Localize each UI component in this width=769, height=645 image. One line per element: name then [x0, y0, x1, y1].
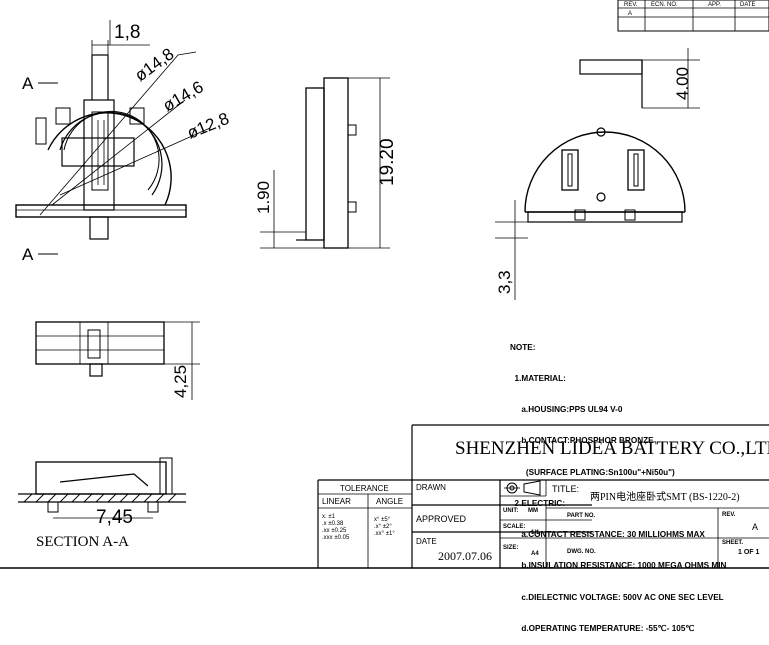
dim-bottom-offset: 3,3 [495, 270, 514, 294]
note-line: (SURFACE PLATING:Sn100u"+Ni50u") [510, 467, 675, 477]
notes-block: NOTE: 1.MATERIAL: a.HOUSING:PPS UL94 V-0… [510, 322, 726, 645]
sheet-label: SHEET. [722, 540, 744, 546]
technical-drawing: REV. ECN. NO. APP. DATE A 1,8 [0, 0, 769, 569]
section-label: SECTION A-A [36, 534, 129, 550]
dim-side-height: 4,25 [171, 365, 190, 398]
dwg-no-label: DWG. NO. [567, 549, 596, 555]
side-view: 19.20 1.90 [254, 77, 398, 249]
rev-value: A [628, 11, 632, 17]
linear-tol-3: .xx ±0.25 [322, 528, 347, 534]
dim-height-step: 1.90 [254, 181, 273, 214]
date-value: 2007.07.06 [438, 549, 492, 563]
section-view: 7,45 SECTION A-A [18, 457, 186, 550]
dim-top-tab: 1,8 [114, 22, 140, 43]
rev-label: REV. [722, 512, 736, 518]
dim-dia-inner: ø12,8 [184, 109, 231, 143]
note-line: c.DIELECTNIC VOLTAGE: 500V AC ONE SEC LE… [510, 592, 724, 602]
tolerance-header: TOLERANCE [340, 484, 389, 493]
drawn-label: DRAWN [416, 483, 446, 492]
unit-label: UNIT: [503, 508, 519, 514]
app-header: APP. [708, 2, 721, 8]
note-line: NOTE: [510, 342, 536, 352]
section-marker-top: A [22, 74, 34, 93]
angle-tol-2: .x° ±2° [374, 524, 392, 530]
linear-tol-1: x. ±1 [322, 514, 335, 520]
title-value: 两PIN电池座卧式SMT (BS-1220-2) [590, 492, 740, 503]
date-header: DATE [740, 2, 756, 8]
size-value: A4 [531, 551, 539, 557]
linear-tol-2: .x ±0.38 [322, 521, 344, 527]
note-line: d.OPERATING TEMPERATURE: -55℃- 105℃ [510, 623, 695, 633]
title-label: TITLE: [552, 484, 580, 494]
dim-dia-mid: ø14,6 [160, 77, 207, 115]
sheet-value: 1 OF 1 [738, 549, 760, 556]
bottom-view: 4.00 3,3 [495, 48, 700, 300]
linear-tol-4: .xxx ±0.05 [322, 535, 350, 541]
angle-tol-3: .xx° ±1° [374, 531, 395, 537]
note-line: 1.MATERIAL: [510, 374, 566, 384]
dim-tab-depth: 4.00 [673, 67, 692, 100]
top-view: 1,8 ø14,8 ø14,6 ø12,8 A A [15, 20, 232, 264]
size-label: SIZE: [503, 545, 519, 551]
company-name: SHENZHEN LIDEA BATTERY CO.,LTD. [455, 438, 769, 459]
approved-label: APPROVED [416, 514, 467, 524]
unit-value: MM [528, 508, 538, 514]
scale-label: SCALE: [503, 524, 526, 530]
elevation-view: 4,25 [35, 321, 200, 400]
note-line: b.CONTACT:PHOSPHOR BRONZE [510, 436, 654, 446]
note-line: a.CONTACT RESISTANCE: 30 MILLIOHMS MAX [510, 530, 705, 540]
rev-header: REV. [624, 2, 638, 8]
ecn-header: ECN. NO. [651, 2, 678, 8]
angle-tol-1: x° ±5° [374, 517, 391, 523]
note-line: 2.ELECTRIC: [510, 498, 566, 508]
angle-header: ANGLE [376, 497, 404, 506]
dim-height-total: 19.20 [377, 138, 398, 186]
date-label: DATE [416, 537, 437, 546]
revision-block: REV. ECN. NO. APP. DATE A [617, 0, 769, 32]
note-line: a.HOUSING:PPS UL94 V-0 [510, 405, 623, 415]
scale-value: 1/1 [531, 530, 540, 536]
section-marker-bottom: A [22, 245, 34, 264]
linear-header: LINEAR [322, 497, 351, 506]
part-no-label: PART NO. [567, 513, 596, 519]
dim-section-width: 7,45 [96, 507, 133, 528]
rev-value: A [752, 522, 759, 532]
dim-dia-outer: ø14,8 [131, 44, 177, 85]
note-line: b.INSULATION RESISTANCE: 1000 MEGA OHMS … [510, 561, 727, 571]
title-block-frame [0, 424, 769, 569]
